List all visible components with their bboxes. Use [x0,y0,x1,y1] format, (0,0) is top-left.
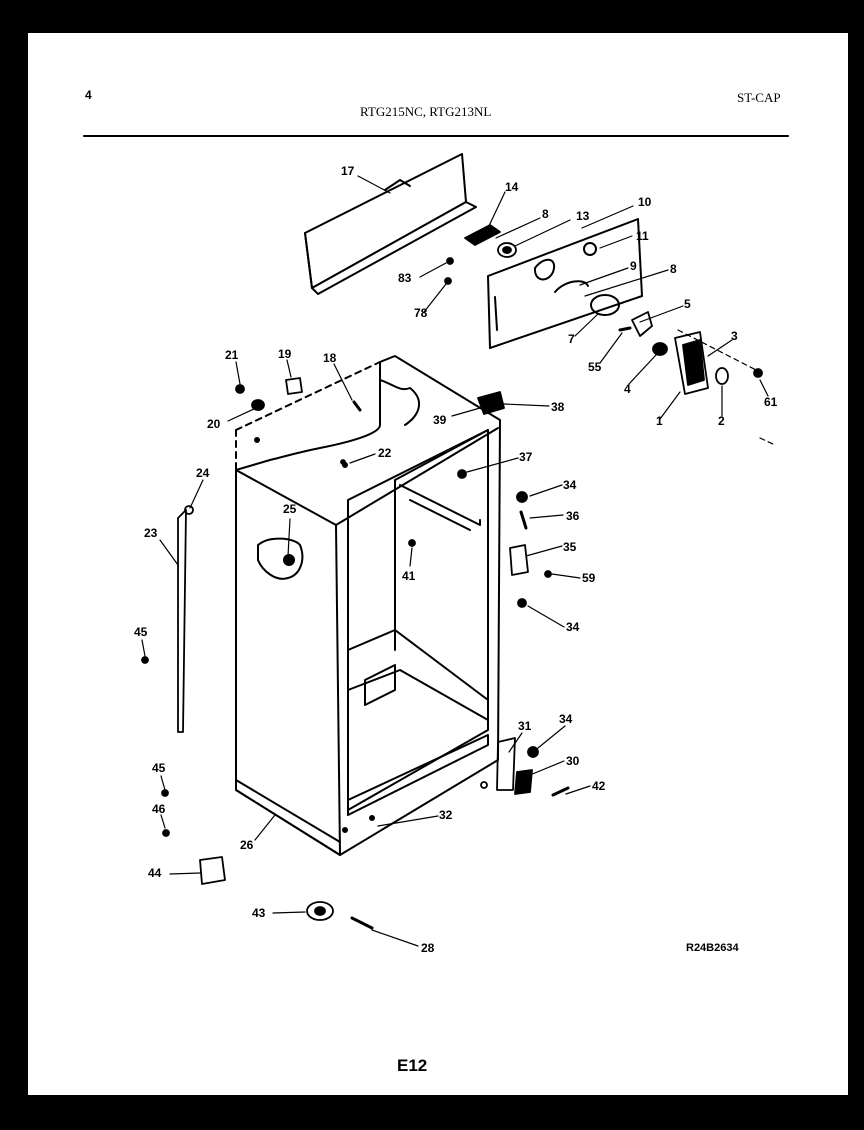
footer-page-code: E12 [397,1056,428,1075]
part-label: 8 [542,207,549,221]
part-label: 36 [566,509,580,523]
part-label: 2 [718,414,725,428]
part-label: 45 [134,625,148,639]
part-label: 45 [152,761,166,775]
part-label: 32 [439,808,453,822]
part-label: 7 [568,332,575,346]
part-label: 4 [624,382,631,396]
part-label: 22 [378,446,392,460]
part-label: 13 [576,209,590,223]
part-label: 30 [566,754,580,768]
left-side-parts [141,377,374,930]
part-label: 35 [563,540,577,554]
part-label: 34 [566,620,580,634]
part-label: 21 [225,348,239,362]
part-label: 37 [519,450,533,464]
part-label: 46 [152,802,166,816]
part-label: 3 [731,329,738,343]
part-label: 14 [505,180,519,194]
part-label: 5 [684,297,691,311]
part-label: 44 [148,866,162,880]
part-label: 41 [402,569,416,583]
part-label: 10 [638,195,652,209]
part-label: 43 [252,906,266,920]
page-number: 4 [85,88,92,102]
part-label: 23 [144,526,158,540]
part-label: 28 [421,941,435,955]
top-rail-part [304,153,477,295]
part-label: 19 [278,347,292,361]
drawing-code: R24B2634 [686,942,739,954]
part-label: 39 [433,413,447,427]
part-label: 61 [764,395,778,409]
part-label: 17 [341,164,355,178]
part-label: 24 [196,466,210,480]
part-label: 42 [592,779,606,793]
part-label: 20 [207,417,221,431]
cabinet-part [235,355,501,856]
part-label: 18 [323,351,337,365]
part-label: 59 [582,571,596,585]
leader-lines [141,175,776,947]
part-label: 34 [563,478,577,492]
part-label: 8 [670,262,677,276]
hinge-parts [340,391,570,797]
part-label: 26 [240,838,254,852]
part-label: 25 [283,502,297,516]
part-label: 55 [588,360,602,374]
part-label: 9 [630,259,637,273]
part-label: 83 [398,271,412,285]
control-panel-part [487,218,643,349]
part-label: 31 [518,719,532,733]
part-label: 11 [636,229,649,243]
panel-small-parts [444,224,763,395]
part-label: 78 [414,306,428,320]
model-numbers: RTG215NC, RTG213NL [360,104,492,119]
category-code: ST-CAP [737,90,781,105]
part-label: 34 [559,712,573,726]
part-label: 38 [551,400,565,414]
part-label: 1 [656,414,663,428]
